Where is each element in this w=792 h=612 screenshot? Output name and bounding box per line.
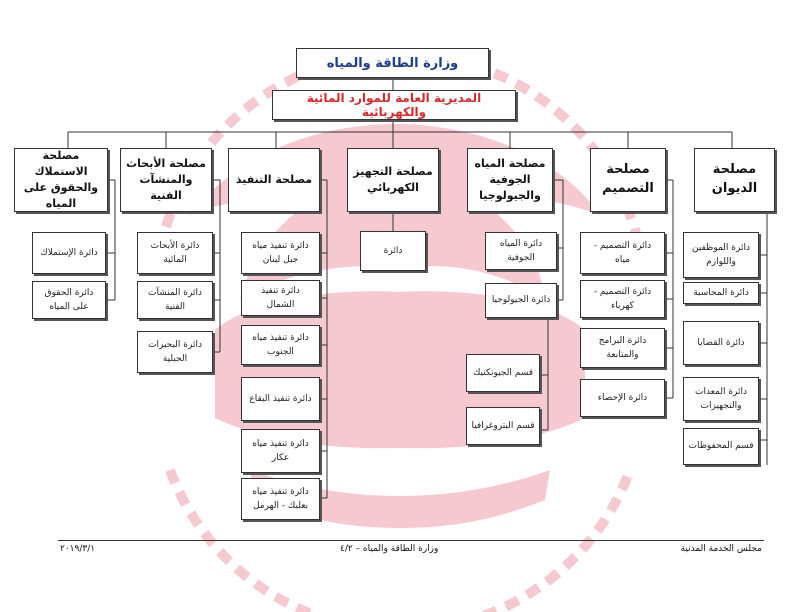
unit-exec-akkar: دائرة تنفيذ مياه عكار <box>241 429 320 473</box>
unit-exec-north: دائرة تنفيذ الشمال <box>241 280 320 316</box>
footer-date: ٢٠١٩/٣/١ <box>60 544 96 554</box>
footer-council: مجلس الخدمة المدنية <box>680 544 762 554</box>
section-petrography: قسم البتروغرافيا <box>466 407 540 445</box>
dept-design: مصلحة التصميم <box>590 148 666 212</box>
unit-equipment: دائرة <box>360 231 426 271</box>
unit-water-rights: دائرة الحقوق على المياه <box>32 281 106 319</box>
unit-exec-baalbek-hermel: دائرة تنفيذ مياه بعلبك - الهرمل <box>241 478 320 520</box>
unit-diwan-accounting: دائرة المحاسبة <box>683 282 759 304</box>
unit-design-water: دائرة التصميم - مياه <box>580 232 665 274</box>
ministry-box: وزارة الطاقة والمياه <box>296 48 489 78</box>
unit-design-electricity: دائرة التصميم - كهرباء <box>580 280 665 318</box>
unit-research-facilities: دائرة المنشآت الفنية <box>137 281 213 319</box>
unit-design-statistics: دائرة الإحصاء <box>580 379 665 417</box>
dept-execution: مصلحة التنفيذ <box>228 148 320 212</box>
unit-research-lakes: دائرة البحيرات الجبلية <box>137 331 213 373</box>
unit-exec-bekaa: دائرة تنفيذ البقاع <box>241 377 320 421</box>
footer-ministry-page: وزارة الطاقة والمياه – ٤/٢ <box>340 544 439 554</box>
unit-diwan-staff: دائرة الموظفين واللوازم <box>683 232 759 278</box>
unit-exec-mount-lebanon: دائرة تنفيذ مياه جبل لبنان <box>241 232 320 274</box>
unit-expropriation: دائرة الإستملاك <box>32 232 106 274</box>
dept-electrical-equipment: مصلحة التجهيز الكهربائي <box>347 148 439 212</box>
unit-geology: دائرة الجيولوجيا <box>485 283 557 318</box>
directorate-box: المديرية العامة للموارد المائية والكهربا… <box>272 90 516 120</box>
unit-research-water: دائرة الأبحاث المائية <box>137 232 213 274</box>
unit-diwan-equipment: دائرة المعدات والتجهيزات <box>683 377 759 421</box>
dept-diwan: مصلحة الديوان <box>694 148 775 212</box>
dept-exploitation: مصلحة الاستملاك والحقوق على المياه <box>14 148 108 212</box>
section-geotechnics: قسم الجيوتكنيك <box>466 354 540 392</box>
dept-groundwater: مصلحة المياه الجوفية والجيولوجيا <box>467 148 553 212</box>
dept-research: مصلحة الأبحاث والمنشآت الفنية <box>120 148 212 212</box>
unit-diwan-lawsuits: دائرة القضايا <box>683 321 759 365</box>
unit-exec-south: دائرة تنفيذ مياه الجنوب <box>241 325 320 365</box>
unit-design-programs: دائرة البرامج والمتابعة <box>580 328 665 368</box>
unit-groundwater: دائرة المياه الجوفية <box>485 232 557 270</box>
footer-rule <box>58 540 764 541</box>
unit-diwan-archives: قسم المحفوظات <box>683 428 759 465</box>
